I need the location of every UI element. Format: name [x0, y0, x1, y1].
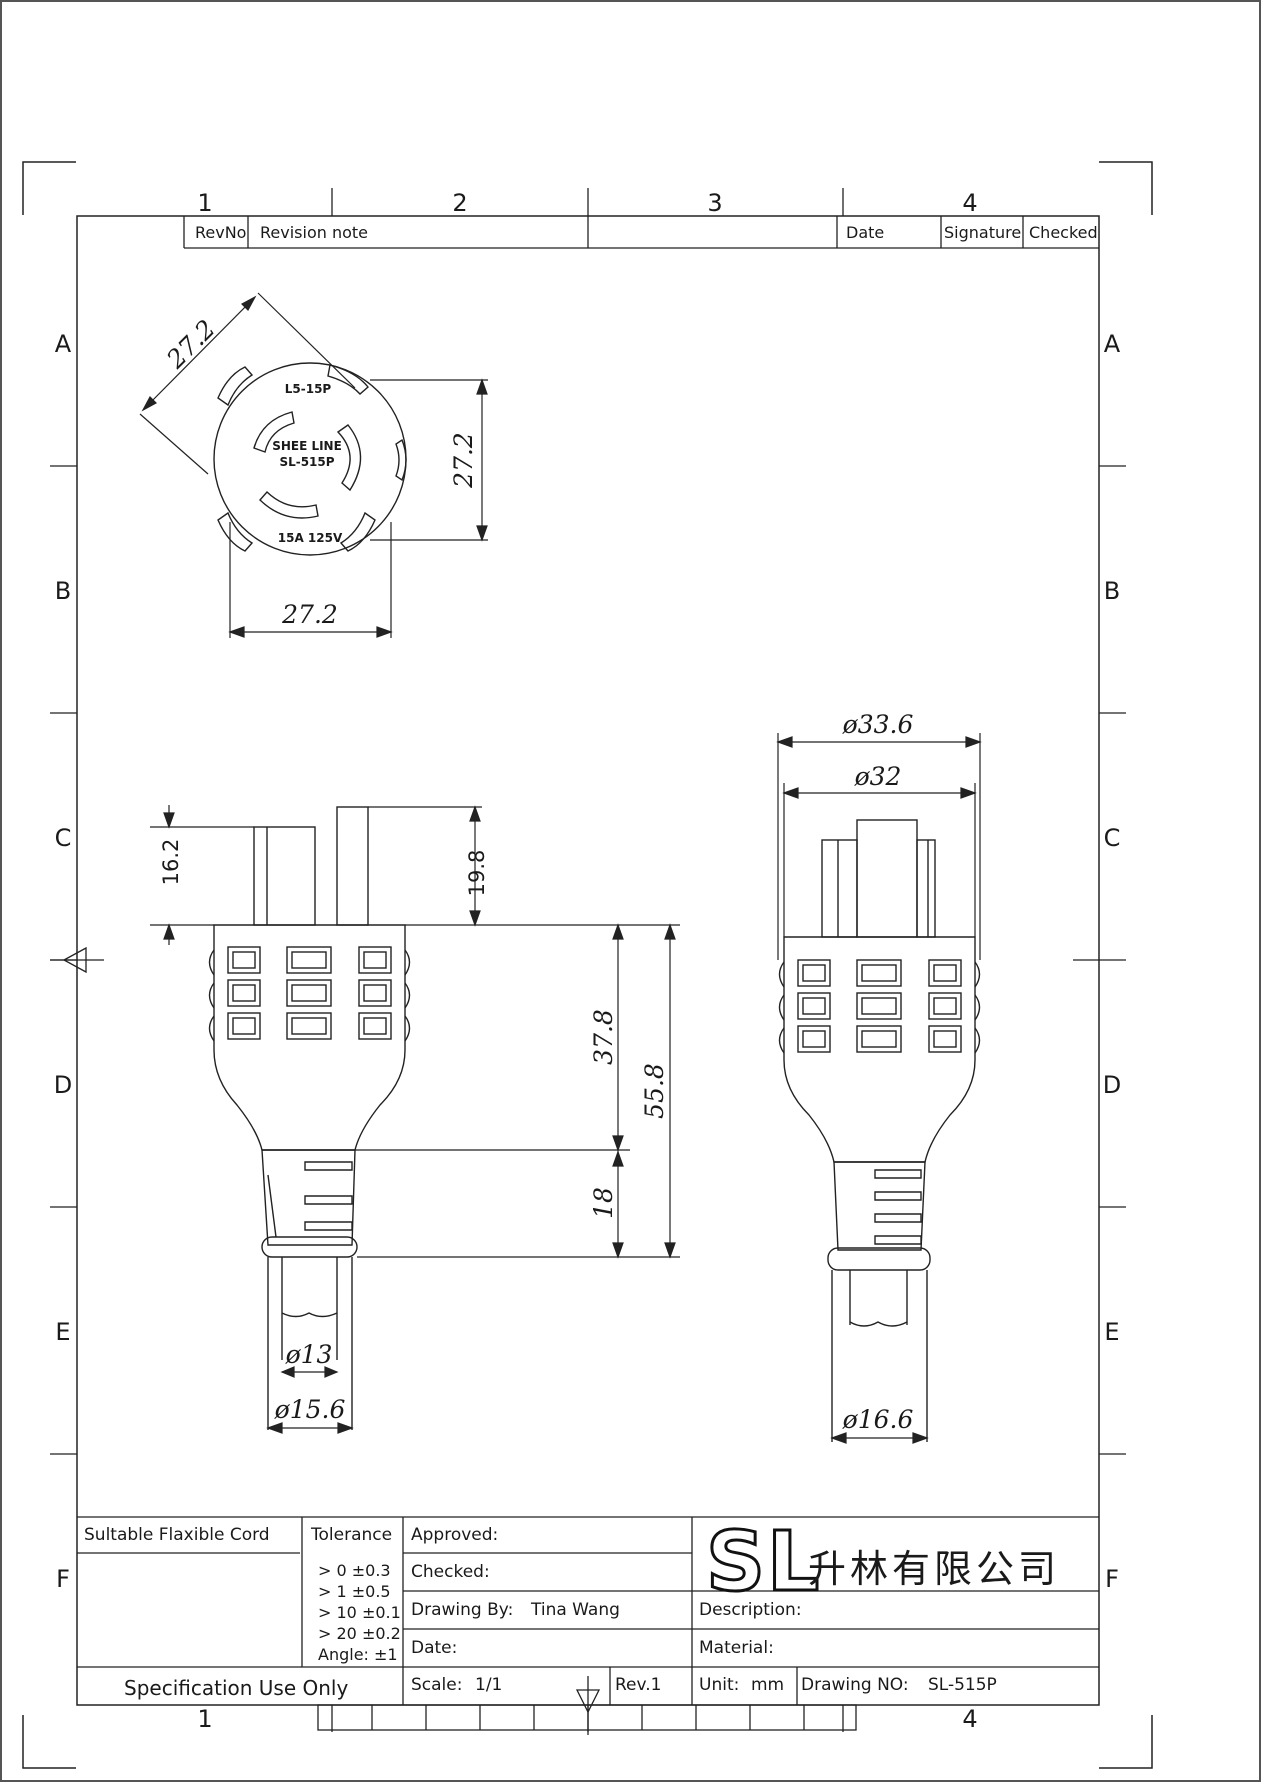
col-label-3-top: 3 [707, 189, 722, 217]
dim-face-height: 27.2 [449, 432, 478, 489]
row-label-d-left: D [54, 1071, 72, 1099]
row-label-a-right: A [1104, 330, 1121, 358]
tolerance-row-angle: Angle: ±1 [318, 1645, 398, 1664]
suitable-cord-label: Sultable Flaxible Cord [84, 1525, 270, 1545]
company-logo-sl: SL [706, 1515, 821, 1610]
dim-face-diagonal: 27.2 [160, 314, 221, 375]
row-label-c-left: C [55, 824, 72, 852]
row-label-b-left: B [55, 577, 71, 605]
row-label-d-right: D [1103, 1071, 1121, 1099]
col-label-1-top: 1 [197, 189, 212, 217]
plug-face-view [213, 362, 407, 556]
drawing-by-label: Drawing By: [411, 1600, 513, 1620]
approved-label: Approved: [411, 1525, 498, 1545]
plug-rating-text: 15A 125V [278, 531, 343, 545]
drawing-no-value: SL-515P [928, 1675, 997, 1695]
dim-head-length: 37.8 [589, 1009, 618, 1065]
drawing-by-value: Tina Wang [530, 1600, 620, 1620]
title-block-grid [77, 1516, 1099, 1731]
scale-value: 1/1 [475, 1675, 502, 1695]
specification-use-text: Specification Use Only [124, 1676, 348, 1700]
crop-marks [22, 161, 1153, 1769]
col-label-1-bottom: 1 [197, 1705, 212, 1733]
company-name: 升林有限公司 [808, 1547, 1060, 1591]
plug-model-text: L5-15P [285, 382, 332, 396]
rev-header-signature: Signature [944, 223, 1021, 242]
rev-header-revno: RevNo [195, 223, 246, 242]
tolerance-row-3: > 10 ±0.1 [318, 1603, 401, 1622]
dim-outer-diameter: ø33.6 [842, 710, 914, 739]
col-label-4-bottom: 4 [962, 1705, 977, 1733]
row-label-a-left: A [55, 330, 72, 358]
plug-front-view [208, 806, 411, 1430]
tolerance-row-1: > 0 ±0.3 [318, 1561, 391, 1580]
drawing-no-label: Drawing NO: [801, 1675, 909, 1695]
description-label: Description: [699, 1600, 802, 1620]
revision-value: Rev.1 [615, 1675, 661, 1695]
row-label-c-right: C [1104, 824, 1121, 852]
dim-face-width: 27.2 [281, 600, 338, 629]
checked-label: Checked: [411, 1562, 490, 1582]
date-label: Date: [411, 1638, 457, 1658]
row-label-f-right: F [1105, 1565, 1119, 1593]
dim-sleeve-diameter: ø15.6 [274, 1395, 346, 1424]
side-dimension-lines [776, 733, 982, 1444]
plug-side-view [778, 819, 981, 1442]
face-dimension-lines [139, 292, 488, 638]
rev-header-checked: Checked [1029, 223, 1098, 242]
dim-total-length: 55.8 [640, 1063, 669, 1119]
plug-brand-line2: SL-515P [279, 455, 334, 469]
dim-inner-diameter: ø32 [854, 762, 902, 791]
zone-labels: 1 2 3 4 1 4 A B C D E F A B C D E F [54, 189, 1121, 1733]
centering-mark-icon [50, 946, 104, 974]
tolerance-row-2: > 1 ±0.5 [318, 1582, 391, 1601]
unit-label: Unit: [699, 1675, 739, 1695]
material-label: Material: [699, 1638, 774, 1658]
dim-side-cord-diameter: ø16.6 [842, 1405, 914, 1434]
rev-header-note: Revision note [260, 223, 368, 242]
dim-blade-long: 19.8 [465, 850, 489, 897]
row-label-e-left: E [55, 1318, 70, 1346]
front-dimension-lines [150, 805, 680, 1434]
rev-header-date: Date [846, 223, 884, 242]
col-label-2-top: 2 [452, 189, 467, 217]
unit-value: mm [751, 1675, 784, 1695]
dim-blade-short: 16.2 [159, 839, 183, 886]
row-label-b-right: B [1104, 577, 1120, 605]
tolerance-row-4: > 20 ±0.2 [318, 1624, 401, 1643]
tolerance-label: Tolerance [310, 1525, 392, 1545]
scale-label: Scale: [411, 1675, 462, 1695]
row-label-e-right: E [1104, 1318, 1119, 1346]
revision-table [183, 216, 1099, 249]
row-label-f-left: F [56, 1565, 70, 1593]
dim-strain-relief: 18 [589, 1187, 618, 1219]
plug-brand-line1: SHEE LINE [272, 439, 342, 453]
dim-cord-diameter: ø13 [285, 1340, 333, 1369]
col-label-4-top: 4 [962, 189, 977, 217]
